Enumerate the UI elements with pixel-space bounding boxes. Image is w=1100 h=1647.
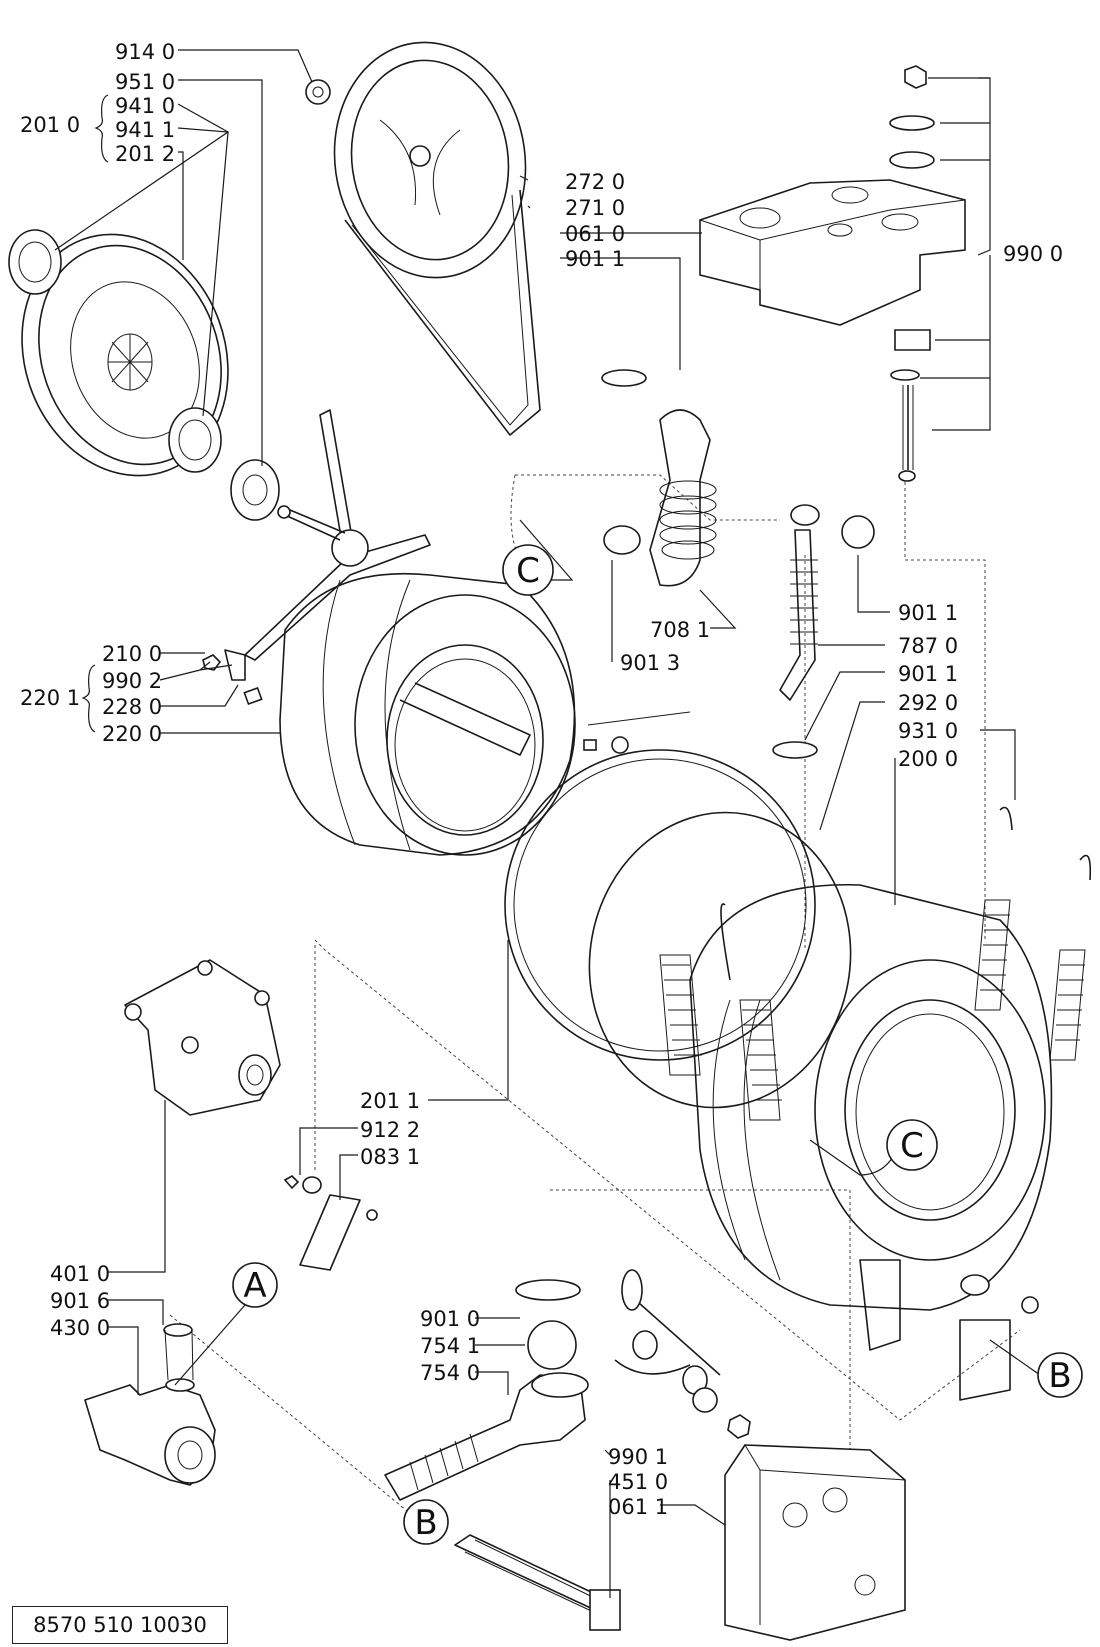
label-083-1: 083 1 xyxy=(360,1145,420,1169)
label-941-1: 941 1 xyxy=(115,118,175,142)
counterweight-top xyxy=(699,65,966,482)
label-061-0: 061 0 xyxy=(565,222,625,246)
drain-pump-housing xyxy=(124,959,281,1116)
document-number: 8570 510 10030 xyxy=(12,1606,228,1644)
label-292-0: 292 0 xyxy=(898,691,958,715)
label-401-0: 401 0 xyxy=(50,1262,110,1286)
label-901-3: 901 3 xyxy=(620,651,680,675)
nut-914-0 xyxy=(305,79,331,105)
label-901-0: 901 0 xyxy=(420,1307,480,1331)
tub-seal-ring xyxy=(504,749,816,1061)
label-901-1-b: 901 1 xyxy=(898,662,958,686)
bracket-parts xyxy=(283,1175,378,1271)
bearing-941-1 xyxy=(168,407,222,473)
label-990-1: 990 1 xyxy=(608,1445,668,1469)
brace-201-0 xyxy=(94,94,109,163)
label-914-0: 914 0 xyxy=(115,40,175,64)
label-451-0: 451 0 xyxy=(608,1470,668,1494)
label-220-0: 220 0 xyxy=(102,722,162,746)
label-228-0: 228 0 xyxy=(102,695,162,719)
label-787-0: 787 0 xyxy=(898,634,958,658)
label-220-1: 220 1 xyxy=(20,686,80,710)
assembly-guide-lines xyxy=(169,470,1021,1600)
callout-a-pump: A xyxy=(232,1262,278,1308)
hose-clamp xyxy=(601,369,647,387)
drum-spider-shaft xyxy=(244,409,431,661)
label-201-1: 201 1 xyxy=(360,1089,420,1113)
label-931-0: 931 0 xyxy=(898,719,958,743)
drain-pump xyxy=(84,1323,216,1486)
part-labels: 914 0 951 0 941 0 941 1 201 2 201 0 272 … xyxy=(20,40,1063,1519)
drum xyxy=(202,572,691,856)
label-754-0: 754 0 xyxy=(420,1361,480,1385)
callout-c-tub: C xyxy=(886,1119,938,1171)
label-901-1-top: 901 1 xyxy=(565,247,625,271)
label-754-1: 754 1 xyxy=(420,1334,480,1358)
drum-pulley-assembly xyxy=(8,79,331,521)
label-990-2: 990 2 xyxy=(102,669,162,693)
drive-belt xyxy=(333,41,541,436)
washer xyxy=(889,115,935,131)
label-941-0: 941 0 xyxy=(115,94,175,118)
callout-b-heater: B xyxy=(403,1499,449,1545)
callout-b-tub: B xyxy=(1037,1352,1083,1398)
clamp-901-0 xyxy=(515,1279,581,1301)
label-201-2: 201 2 xyxy=(115,142,175,166)
label-901-1-a: 901 1 xyxy=(898,601,958,625)
brace-220-1 xyxy=(81,664,96,733)
label-990-0: 990 0 xyxy=(1003,242,1063,266)
label-430-0: 430 0 xyxy=(50,1316,110,1340)
label-271-0: 271 0 xyxy=(565,196,625,220)
label-200-0: 200 0 xyxy=(898,747,958,771)
label-061-1: 061 1 xyxy=(608,1495,668,1519)
svg-text:A: A xyxy=(243,1266,266,1306)
svg-text:C: C xyxy=(900,1126,924,1166)
svg-text:B: B xyxy=(1048,1356,1071,1396)
tub-assembly xyxy=(504,749,1092,1401)
bearing-941-0 xyxy=(8,229,62,295)
label-272-0: 272 0 xyxy=(565,170,625,194)
ball-754-1 xyxy=(527,1320,577,1370)
label-951-0: 951 0 xyxy=(115,70,175,94)
tub-springs xyxy=(659,899,1086,1121)
sump-hose-heater xyxy=(384,1269,906,1641)
fixing-nut xyxy=(904,65,927,89)
callout-c-top: C xyxy=(502,544,554,596)
label-912-2: 912 2 xyxy=(360,1118,420,1142)
svg-text:C: C xyxy=(516,551,540,591)
label-201-0: 201 0 xyxy=(20,113,80,137)
leader-lines xyxy=(54,49,1041,1598)
label-901-6: 901 6 xyxy=(50,1289,110,1313)
label-210-0: 210 0 xyxy=(102,642,162,666)
bearing-951-0 xyxy=(230,459,280,521)
tub-hoses xyxy=(601,369,875,759)
label-708-1: 708 1 xyxy=(650,618,710,642)
svg-text:B: B xyxy=(414,1503,437,1543)
